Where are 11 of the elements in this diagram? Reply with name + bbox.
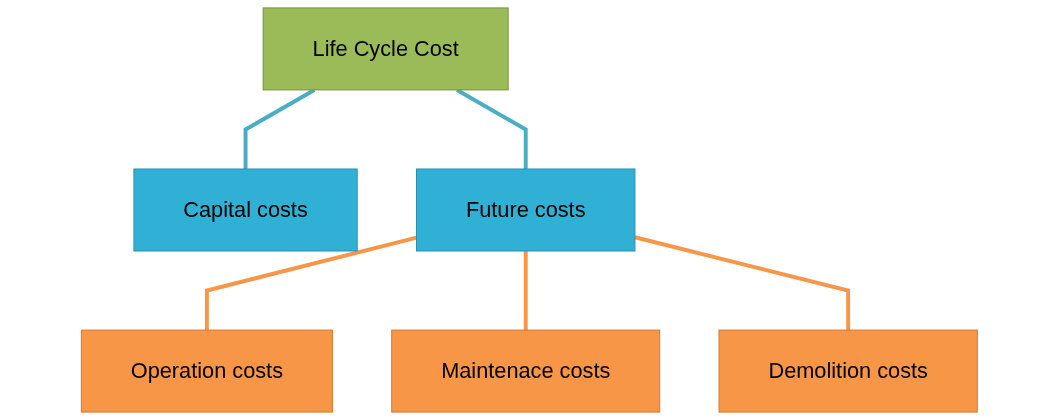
node-box: Life Cycle Cost — [262, 7, 509, 91]
node-box: Demolition costs — [718, 329, 978, 413]
connector — [456, 88, 528, 169]
connector — [634, 235, 851, 331]
connector — [243, 88, 316, 169]
node-box: Future costs — [416, 168, 636, 252]
node-box: Operation costs — [81, 329, 334, 413]
connector — [205, 235, 418, 331]
connector — [523, 251, 528, 331]
node-box: Capital costs — [133, 168, 358, 252]
node-box: Maintenace costs — [391, 329, 661, 413]
